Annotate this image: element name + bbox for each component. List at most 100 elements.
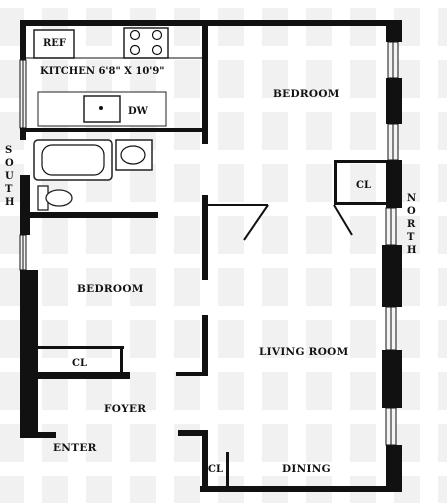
watermark-tile	[350, 60, 376, 98]
door-swings	[208, 204, 353, 241]
watermark-tile	[174, 372, 200, 410]
watermark-tile	[174, 424, 200, 462]
watermark-tile	[130, 476, 156, 503]
watermark-tile	[350, 112, 376, 150]
windows	[19, 41, 399, 446]
enter-label: ENTER	[53, 442, 97, 454]
watermark-tile	[350, 216, 376, 254]
svg-text:T: T	[407, 232, 415, 243]
watermark-tile	[306, 424, 332, 462]
watermark-tile	[438, 8, 447, 46]
svg-text:O: O	[5, 158, 14, 169]
watermark-tile	[130, 372, 156, 410]
svg-text:H: H	[407, 245, 416, 256]
bathtub	[33, 139, 113, 181]
watermark-tile	[350, 164, 376, 202]
watermark-tile	[86, 476, 112, 503]
watermark-tile	[174, 216, 200, 254]
watermark-tile	[262, 372, 288, 410]
kitchen-fixtures	[26, 27, 202, 127]
watermark-tile	[350, 320, 376, 358]
bedroom-top-label: BEDROOM	[273, 88, 340, 100]
south-compass: S O U T H	[5, 145, 14, 208]
watermark-tile	[42, 424, 68, 462]
watermark-tile	[438, 268, 447, 306]
watermark-tile	[262, 216, 288, 254]
svg-text:T: T	[5, 184, 13, 195]
dw-label: DW	[128, 106, 149, 117]
interior-walls	[26, 26, 386, 486]
watermark-tile	[218, 424, 244, 462]
watermark-tile	[218, 372, 244, 410]
living-room-label: LIVING ROOM	[259, 346, 349, 358]
watermark-tile	[174, 320, 200, 358]
watermark-tile	[130, 320, 156, 358]
watermark-tile	[350, 268, 376, 306]
watermark-tile	[350, 424, 376, 462]
watermark-tile	[86, 320, 112, 358]
watermark-tile	[174, 60, 200, 98]
watermark-tile	[350, 8, 376, 46]
watermark-tile	[306, 372, 332, 410]
refrigerator	[33, 29, 75, 59]
foyer-label: FOYER	[104, 403, 146, 415]
watermark-tile	[350, 372, 376, 410]
watermark-tile	[174, 8, 200, 46]
watermark-tile	[42, 320, 68, 358]
watermark-tile	[438, 476, 447, 503]
watermark-tile	[438, 320, 447, 358]
cl-bottom-label: CL	[208, 464, 223, 475]
watermark-tile	[86, 216, 112, 254]
watermark-tile	[306, 268, 332, 306]
watermark-tile	[174, 164, 200, 202]
exterior-walls	[20, 20, 402, 492]
watermark-tile	[438, 216, 447, 254]
watermark-tile	[42, 476, 68, 503]
watermark-tile	[438, 372, 447, 410]
watermark-tile	[438, 60, 447, 98]
cl-left-label: CL	[72, 358, 87, 369]
svg-text:O: O	[407, 206, 416, 217]
watermark-tile	[218, 60, 244, 98]
watermark-tile	[262, 268, 288, 306]
watermark-tile	[174, 476, 200, 503]
watermark-tile	[42, 268, 68, 306]
watermark-pattern	[0, 8, 447, 503]
bath-sink	[115, 139, 153, 171]
cl-north-label: CL	[356, 180, 371, 191]
watermark-tile	[262, 424, 288, 462]
svg-text:R: R	[407, 219, 416, 230]
watermark-tile	[262, 60, 288, 98]
watermark-tile	[218, 164, 244, 202]
watermark-tile	[438, 112, 447, 150]
north-compass: N O R T H	[407, 193, 416, 256]
watermark-tile	[86, 268, 112, 306]
watermark-tile	[306, 112, 332, 150]
watermark-tile	[130, 424, 156, 462]
watermark-tile	[218, 320, 244, 358]
watermark-tile	[130, 216, 156, 254]
dining-label: DINING	[282, 463, 331, 475]
watermark-tile	[262, 164, 288, 202]
svg-text:H: H	[5, 197, 14, 208]
watermark-tile	[218, 216, 244, 254]
watermark-tile	[262, 320, 288, 358]
watermark-tile	[262, 112, 288, 150]
toilet-bowl	[45, 189, 73, 207]
watermark-tile	[218, 8, 244, 46]
watermark-tile	[306, 320, 332, 358]
watermark-tile	[306, 60, 332, 98]
watermark-tile	[218, 268, 244, 306]
bath-fixtures	[33, 139, 153, 211]
watermark-tile	[306, 216, 332, 254]
watermark-tile	[86, 424, 112, 462]
watermark-tile	[306, 8, 332, 46]
watermark-tile	[262, 8, 288, 46]
svg-text:N: N	[407, 193, 416, 204]
ref-label: REF	[43, 38, 66, 49]
watermark-tile	[438, 424, 447, 462]
svg-text:S: S	[5, 145, 12, 156]
watermark-tile	[42, 216, 68, 254]
watermark-tile	[86, 8, 112, 46]
